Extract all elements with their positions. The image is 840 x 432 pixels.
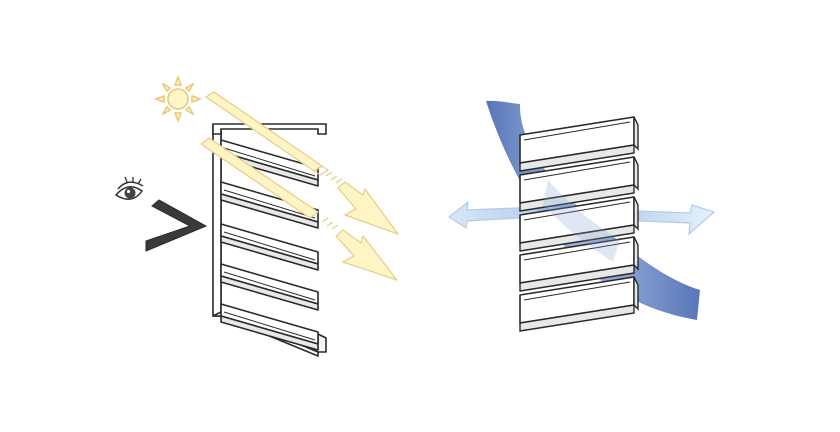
sunbeam-arrow-upper: [205, 91, 399, 235]
left-louvre-blade: [220, 303, 319, 351]
right-louvre-blade: [519, 116, 639, 172]
airflow-curve-band: [486, 100, 700, 320]
sunbeam-arrow-lower: [200, 137, 398, 281]
left-louvre-top-cap: [212, 123, 327, 135]
right-louvre-blade: [519, 236, 639, 292]
eye-icon: [114, 176, 144, 200]
view-arrow-icon: [145, 199, 208, 252]
right-louvre-blade: [519, 156, 639, 212]
right-louvre-blade: [519, 196, 639, 252]
left-louvre-blade: [220, 263, 319, 311]
right-louvre-blade: [519, 276, 639, 332]
right-panel: [447, 100, 716, 332]
left-panel: [114, 74, 399, 357]
left-louvre-blade: [220, 223, 319, 271]
left-louvre-blade: [220, 139, 319, 187]
left-louvre-blades: [212, 123, 327, 351]
right-louvre-blades: [519, 116, 639, 332]
sun-icon: [153, 74, 203, 124]
airflow-curve-overlay: [543, 180, 620, 262]
